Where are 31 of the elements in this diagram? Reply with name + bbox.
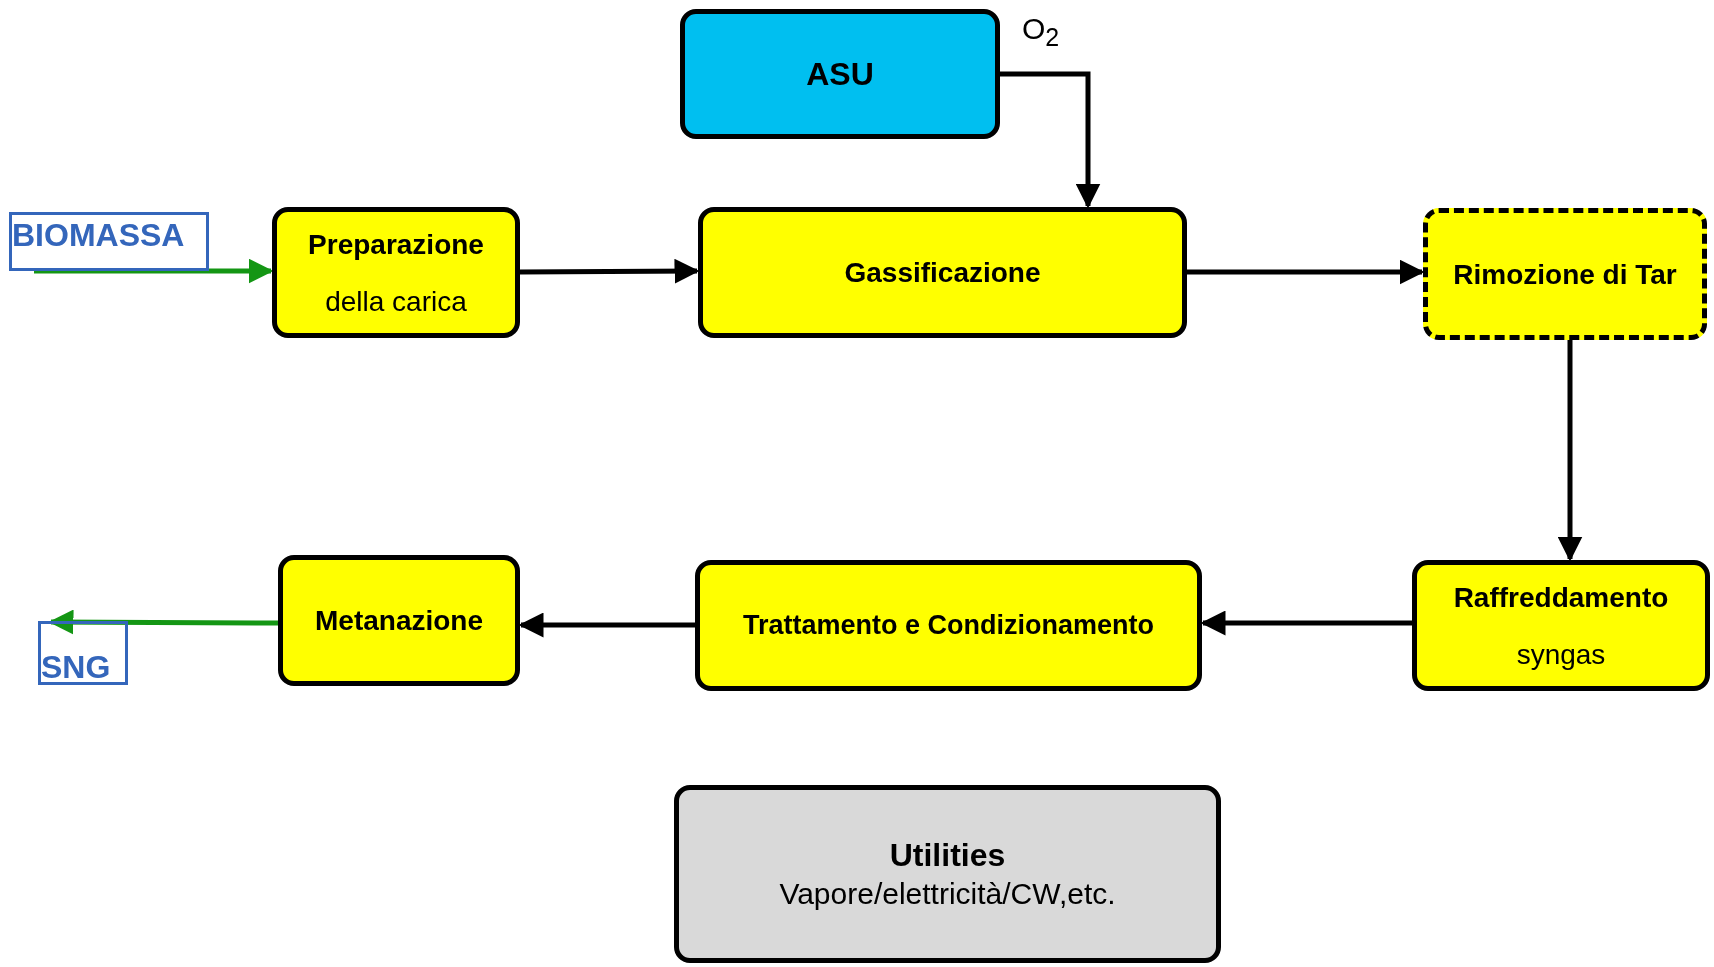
box-title: Rimozione di Tar — [1453, 257, 1677, 292]
process-box — [278, 555, 520, 686]
arrow — [1187, 259, 1425, 285]
process-box — [1423, 208, 1707, 340]
arrow — [518, 612, 695, 638]
arrow — [48, 609, 278, 635]
process-box — [695, 560, 1202, 691]
arrow — [1557, 340, 1583, 562]
box-title: Metanazione — [315, 604, 483, 638]
box-subtitle: della carica — [325, 284, 467, 319]
stream-name: SNG — [41, 648, 111, 687]
process-box — [272, 207, 520, 338]
box-subtitle: syngas — [1516, 637, 1606, 672]
arrow — [1200, 610, 1412, 636]
arrow — [520, 258, 700, 284]
stream-label — [9, 212, 209, 271]
box-title: ASU — [806, 55, 874, 94]
unit-box — [680, 9, 1000, 139]
process-box — [698, 207, 1187, 338]
box-title: Trattamento e Condizionamento — [743, 608, 1154, 642]
stream-label — [38, 621, 128, 685]
stream-name: BIOMASSA — [12, 216, 185, 255]
box-title: Preparazione — [308, 227, 484, 262]
utilities-box — [674, 785, 1221, 963]
box-subtitle: Vapore/elettricità/CW,etc. — [779, 876, 1116, 913]
arrow — [34, 258, 274, 284]
box-title: Gassificazione — [844, 256, 1041, 290]
process-box — [1412, 560, 1710, 691]
arrow — [1000, 71, 1101, 209]
box-title: Utilities — [889, 836, 1006, 876]
box-title: Raffreddamento — [1453, 580, 1669, 615]
